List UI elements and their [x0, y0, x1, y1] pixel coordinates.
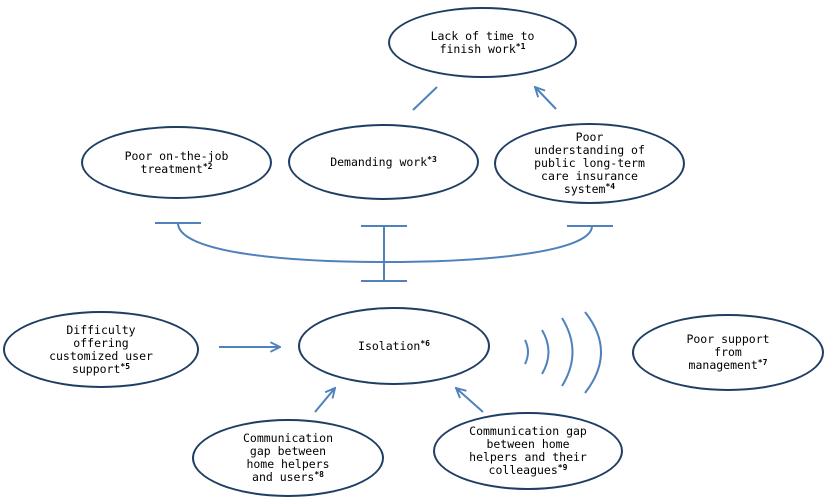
node-users-gap-line-1: Communication [242, 431, 333, 445]
node-isolation: Isolation*6 [298, 307, 490, 385]
node-poor-mgmt-line-1: Poor support [686, 332, 770, 346]
signal-wave-2 [541, 329, 550, 375]
node-colleagues-gap-line-3: helpers and their [469, 450, 587, 464]
node-users-gap-note: *8 [314, 470, 324, 479]
node-difficulty-line-1: Difficulty [66, 322, 136, 337]
node-poor-ojt-note: *2 [202, 161, 213, 171]
signal-wave-1 [524, 339, 529, 365]
node-poor-understanding-line-3: public long-term [534, 156, 645, 170]
node-lack-of-time-line-2: finish work [439, 41, 516, 56]
node-users-gap-line-4: and users [252, 470, 315, 484]
node-difficulty-note: *5 [120, 361, 131, 371]
node-difficulty-line-3: customized user [49, 348, 153, 363]
node-lack-of-time-line-1: Lack of time to [430, 28, 535, 43]
node-users-gap-line-2: gap between [249, 444, 327, 458]
node-difficulty-customized-support: Difficulty offering customized user supp… [3, 311, 199, 388]
node-colleagues-gap-note: *9 [557, 463, 568, 472]
node-poor-understanding-line-2: understanding of [534, 143, 645, 157]
node-lack-of-time: Lack of time to finish work*1 [388, 7, 577, 78]
node-colleagues-gap-line-1: Communication gap [469, 424, 587, 438]
node-poor-understanding-line-1: Poor [575, 130, 604, 144]
link-demanding-to-lack-of-time [412, 86, 438, 111]
node-poor-ojt-line-1: Poor on-the-job [124, 148, 229, 163]
arrow-colleagues-gap-to-isolation [456, 388, 484, 413]
node-demanding-work: Demanding work*3 [288, 124, 479, 200]
node-poor-support-from-management: Poor support from management*7 [632, 314, 824, 391]
node-users-gap-line-3: home helpers [246, 457, 330, 471]
node-poor-understanding: Poor understanding of public long-term c… [494, 123, 685, 204]
node-difficulty-line-2: offering [73, 335, 129, 350]
arrow-users-gap-to-isolation [314, 388, 335, 413]
node-colleagues-gap-line-4: colleagues [488, 463, 558, 477]
node-demanding-work-line-1: Demanding work [330, 154, 428, 169]
node-poor-understanding-line-4: care insurance [541, 169, 638, 183]
signal-wave-3 [561, 317, 574, 387]
node-communication-gap-users: Communication gap between home helpers a… [192, 419, 384, 497]
node-isolation-line-1: Isolation [358, 338, 421, 353]
signal-wave-4 [584, 311, 602, 394]
node-poor-understanding-line-5: system [563, 182, 606, 196]
node-poor-mgmt-note: *7 [757, 358, 768, 367]
node-demanding-work-note: *3 [427, 154, 437, 164]
node-lack-of-time-note: *1 [515, 41, 526, 51]
node-colleagues-gap-line-2: between home [486, 437, 570, 451]
node-poor-ojt-line-2: treatment [140, 161, 203, 176]
node-isolation-note: *6 [420, 338, 430, 348]
arrow-understanding-to-lack-of-time [535, 87, 557, 110]
node-communication-gap-colleagues: Communication gap between home helpers a… [433, 412, 623, 490]
node-poor-mgmt-line-3: management [688, 358, 758, 372]
node-difficulty-line-4: support [71, 361, 121, 376]
node-poor-mgmt-line-2: from [714, 345, 742, 359]
node-poor-understanding-note: *4 [605, 182, 616, 191]
node-poor-on-the-job-treatment: Poor on-the-job treatment*2 [81, 126, 272, 199]
